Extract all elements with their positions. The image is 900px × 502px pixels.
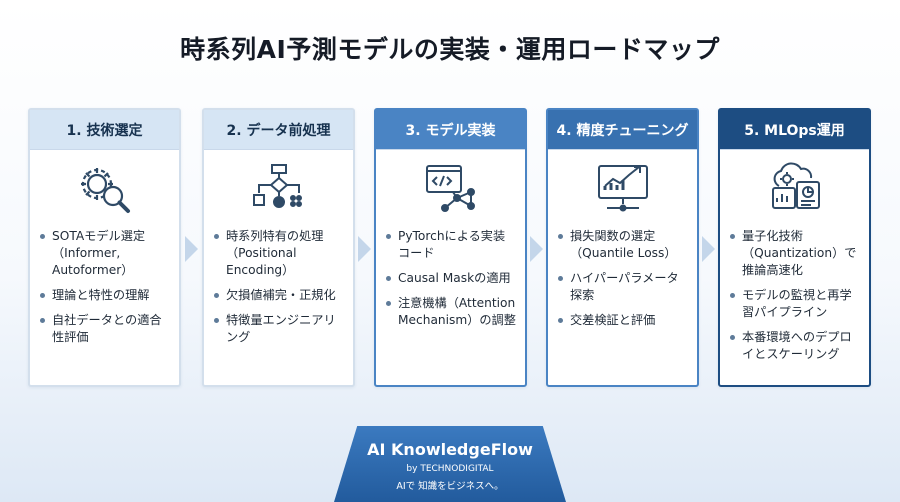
flowchart-icon [204, 150, 353, 228]
step-header: 4. 精度チューニング [548, 110, 697, 150]
step-card-accuracy-tuning: 4. 精度チューニング 損失関数の選定（Quantile Loss） ハイパーパ… [546, 108, 699, 387]
list-item: 本番環境へのデプロイとスケーリング [730, 329, 861, 363]
list-item: 特徴量エンジニアリング [214, 312, 345, 346]
list-item: 注意機構（Attention Mechanism）の調整 [386, 295, 517, 329]
code-network-icon [376, 150, 525, 228]
cloud-dashboard-icon [720, 150, 869, 228]
list-item: Causal Maskの適用 [386, 270, 517, 287]
arrow-right-icon [358, 236, 371, 262]
trend-chart-icon [548, 150, 697, 228]
brand-by: by TECHNODIGITAL [406, 464, 494, 474]
gear-magnifier-icon [30, 150, 179, 228]
step-header: 3. モデル実装 [376, 110, 525, 150]
arrow-right-icon [702, 236, 715, 262]
arrow-right-icon [185, 236, 198, 262]
step-card-data-preprocessing: 2. データ前処理 時系列特有の処理（Positional Encoding） … [202, 108, 355, 387]
step-header: 2. データ前処理 [204, 110, 353, 150]
list-item: モデルの監視と再学習パイプライン [730, 287, 861, 321]
list-item: SOTAモデル選定（Informer, Autoformer） [40, 228, 171, 279]
arrow-right-icon [530, 236, 543, 262]
list-item: 損失関数の選定（Quantile Loss） [558, 228, 689, 262]
step-header: 1. 技術選定 [30, 110, 179, 150]
list-item: 交差検証と評価 [558, 312, 689, 329]
list-item: 時系列特有の処理（Positional Encoding） [214, 228, 345, 279]
brand-name: AI KnowledgeFlow [367, 440, 533, 459]
list-item: 自社データとの適合性評価 [40, 312, 171, 346]
step-card-model-implementation: 3. モデル実装 PyTorchによる実装コード Causal Maskの適用 … [374, 108, 527, 387]
step-card-mlops-operation: 5. MLOps運用 量子化技術（Quantization）で推論高速化 モデル… [718, 108, 871, 387]
step-card-technology-selection: 1. 技術選定 SOTAモデル選定（Informer, Autoformer） … [28, 108, 181, 387]
list-item: 量子化技術（Quantization）で推論高速化 [730, 228, 861, 279]
list-item: PyTorchによる実装コード [386, 228, 517, 262]
list-item: ハイパーパラメータ探索 [558, 270, 689, 304]
list-item: 欠損値補完・正規化 [214, 287, 345, 304]
page-title: 時系列AI予測モデルの実装・運用ロードマップ [180, 35, 720, 64]
brand-footer: AI KnowledgeFlow by TECHNODIGITAL AIで 知識… [334, 426, 566, 502]
step-header: 5. MLOps運用 [720, 110, 869, 150]
brand-tagline: AIで 知識をビジネスへ。 [396, 481, 504, 492]
list-item: 理論と特性の理解 [40, 287, 171, 304]
